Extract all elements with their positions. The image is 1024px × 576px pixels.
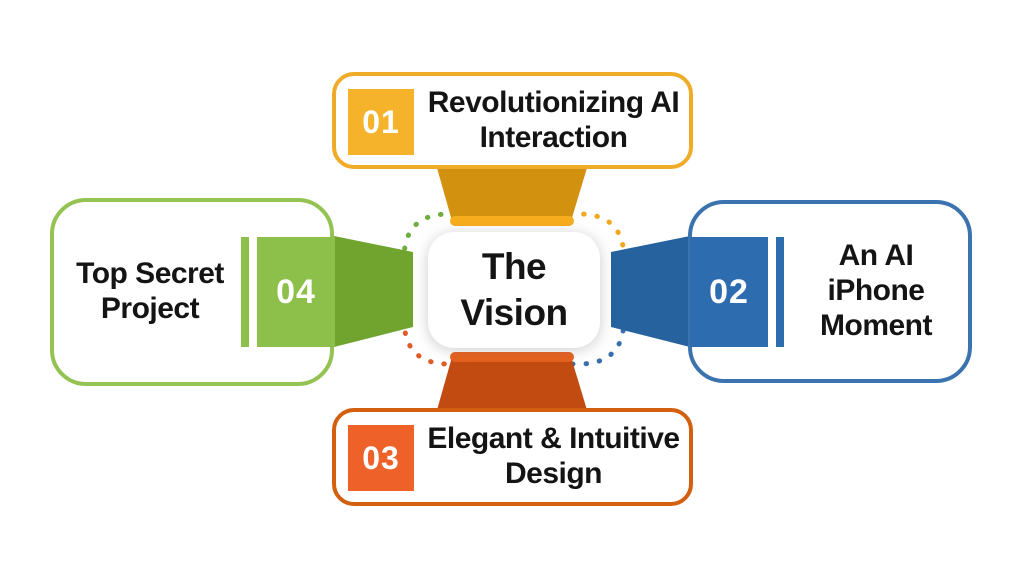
connector-bottom-cap <box>450 352 574 362</box>
item-04-number-badge: 04 <box>257 237 335 347</box>
item-01-number-badge: 01 <box>348 89 414 155</box>
connector-top-cap <box>450 216 574 226</box>
item-02-divider-bar <box>776 237 784 347</box>
item-04-label: Top Secret Project <box>76 257 224 325</box>
item-02-label: An AI iPhone Moment <box>820 239 933 342</box>
connector-top <box>437 168 587 221</box>
item-01-label: Revolutionizing AI Interaction <box>427 85 680 154</box>
ring-dots-top-left <box>401 211 515 292</box>
ring-dots-bottom-right <box>513 287 627 367</box>
item-02-number: 02 <box>709 272 749 311</box>
item-01-number: 01 <box>362 103 400 140</box>
item-03-number: 03 <box>362 439 400 476</box>
item-03-label: Elegant & Intuitive Design <box>427 422 680 490</box>
item-04-card: Top Secret Project 04 <box>50 198 335 386</box>
item-01-card: 01 Revolutionizing AI Interaction <box>332 72 693 169</box>
item-04-divider-bar <box>241 237 249 347</box>
item-03-card: 03 Elegant & Intuitive Design <box>332 408 693 506</box>
item-04-number: 04 <box>276 272 316 311</box>
connector-bottom <box>437 357 587 410</box>
connector-left <box>334 236 413 347</box>
item-03-number-badge: 03 <box>348 425 414 491</box>
item-02-number-badge: 02 <box>690 237 768 347</box>
center-node: The Vision <box>428 232 600 348</box>
item-02-card: 02 An AI iPhone Moment <box>688 200 972 383</box>
connector-right <box>611 236 690 347</box>
center-title: The Vision <box>460 245 568 333</box>
